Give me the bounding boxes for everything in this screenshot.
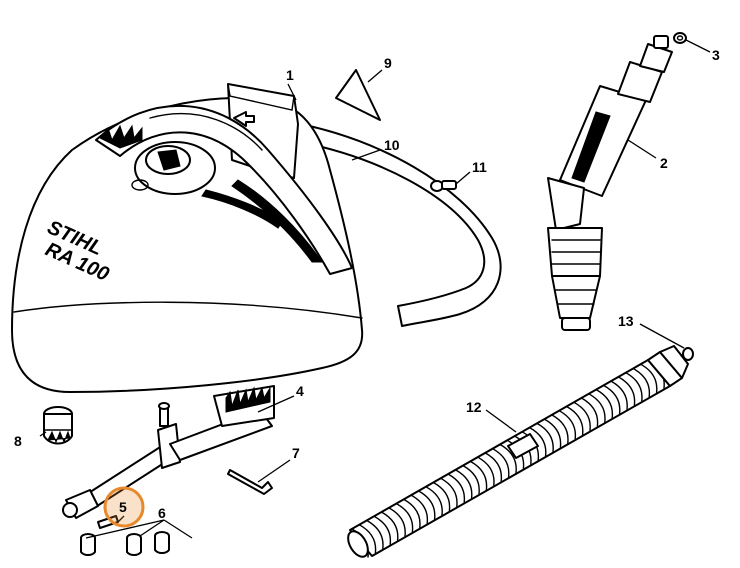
part-label-triangle: [335, 69, 381, 121]
part-spray-arm: [62, 385, 275, 519]
callout-11: 11: [472, 159, 487, 175]
part-o-ring: [673, 32, 687, 44]
callout-12: 12: [466, 399, 482, 415]
part-nozzles: [80, 531, 170, 556]
leader-lines: [39, 39, 711, 539]
part-lance: [547, 35, 673, 331]
callout-13: 13: [618, 313, 634, 329]
callout-2: 2: [660, 155, 668, 171]
callout-1: 1: [286, 67, 294, 83]
callout-5: 5: [119, 499, 127, 515]
callout-7: 7: [292, 445, 300, 461]
callout-6: 6: [158, 505, 166, 521]
callout-8: 8: [14, 433, 22, 449]
part-housing: STIHL RA 100: [11, 83, 364, 393]
highlight-ring: [103, 486, 145, 528]
callout-9: 9: [384, 55, 392, 71]
callout-4: 4: [296, 383, 304, 399]
callout-3: 3: [712, 47, 720, 63]
part-screw: [430, 180, 457, 192]
callout-10: 10: [384, 137, 400, 153]
callout-labels: 1 2 3 4 5 6 7 8 9 10 11 12 13: [14, 47, 720, 521]
nozzle-a: [80, 533, 96, 556]
part-knob: [43, 406, 73, 445]
nozzle-b: [126, 533, 142, 556]
nozzle-c: [154, 531, 170, 554]
part-filter: [347, 345, 689, 558]
part-hex-key: [227, 469, 273, 495]
part-ring: [682, 347, 694, 361]
